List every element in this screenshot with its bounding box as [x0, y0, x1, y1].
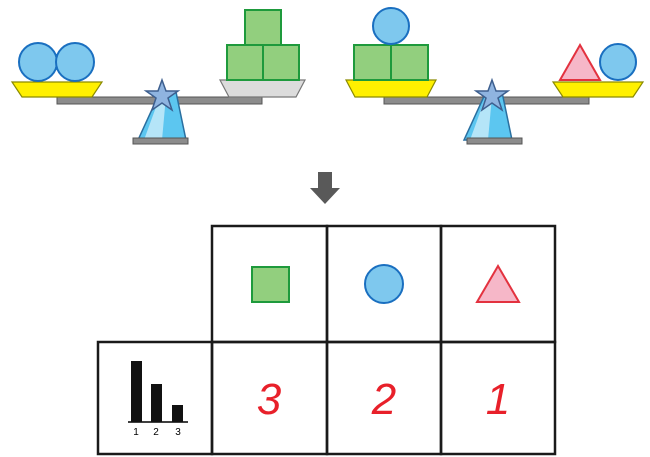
bar-chart-icon: 1 2 3	[128, 361, 188, 438]
square-shape	[262, 44, 300, 81]
square-shape	[390, 44, 429, 81]
square-shape	[226, 44, 264, 81]
circle-shape	[364, 264, 404, 304]
table-cell-rank-triangle	[439, 340, 557, 456]
scale-1	[10, 9, 306, 145]
circle-shape	[55, 42, 95, 82]
square-shape	[251, 266, 290, 303]
circle-shape	[18, 42, 58, 82]
scale-2-right-pan	[551, 81, 645, 98]
rank-triangle: 1	[486, 375, 510, 424]
arrow-down-icon	[310, 172, 340, 204]
scale-1-base	[132, 137, 189, 145]
star-pivot-icon	[143, 77, 181, 112]
square-shape	[244, 9, 282, 46]
star-pivot-icon	[473, 77, 511, 112]
triangle-shape	[475, 264, 521, 303]
rank-circle: 2	[371, 375, 396, 424]
rank-square: 3	[257, 375, 282, 424]
circle-shape	[599, 43, 637, 81]
scale-2-base	[466, 137, 523, 145]
triangle-shape	[558, 42, 602, 81]
tick-label: 1	[133, 427, 139, 438]
scale-1-left-pan	[10, 81, 104, 98]
tick-label: 2	[153, 427, 159, 438]
circle-shape	[372, 7, 410, 45]
square-shape	[353, 44, 392, 81]
scale-1-right-pan	[219, 79, 306, 98]
scale-2	[345, 7, 645, 145]
ranking-table	[96, 224, 557, 456]
scale-2-left-pan	[345, 79, 437, 98]
tick-label: 3	[175, 427, 181, 438]
